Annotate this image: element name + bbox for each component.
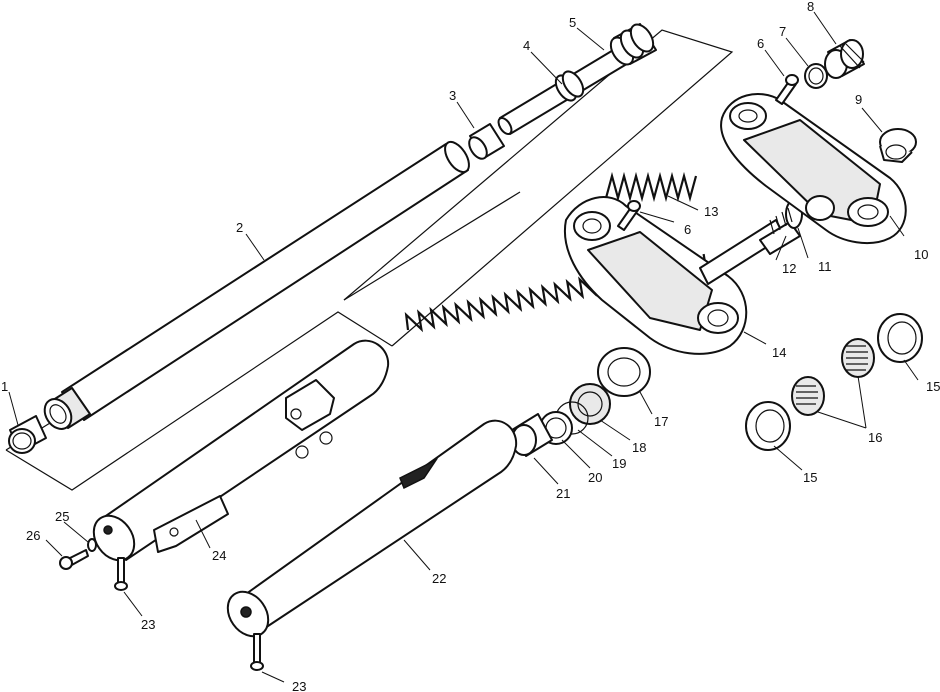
part-9-stem-nut	[879, 128, 917, 163]
leader-lines	[8, 11, 919, 683]
callout-2: 2	[236, 220, 243, 235]
callout-22: 22	[432, 571, 446, 586]
part-10-upper-triple-clamp	[720, 93, 907, 245]
callout-11: 11	[818, 259, 832, 274]
callout-20: 20	[588, 470, 602, 485]
part-16-bearing-left	[791, 376, 825, 416]
part-17-dust-seal	[597, 347, 651, 397]
part-6-screw-lower	[617, 200, 641, 231]
part-1-sleeve	[8, 415, 47, 454]
part-11-12-stem-threads	[769, 207, 793, 235]
part-26-bolt	[59, 549, 89, 570]
callout-6-upper: 6	[757, 36, 764, 51]
part-23-bolt-upper	[114, 557, 128, 591]
callout-8: 8	[807, 0, 814, 14]
part-22-slider-tube	[226, 419, 518, 638]
part-6-screw-upper	[775, 74, 799, 105]
callout-9: 9	[855, 92, 862, 107]
part-5-damper-rod	[497, 23, 657, 136]
callout-13: 13	[704, 204, 718, 219]
part-2-fork-tube	[43, 140, 470, 430]
callout-16: 16	[868, 430, 882, 445]
part-24-lower-leg	[92, 339, 390, 562]
part-14-lower-triple-clamp	[563, 196, 748, 355]
callout-6-lower: 6	[684, 222, 691, 237]
part-21-bushing	[511, 413, 553, 457]
callout-25: 25	[55, 509, 69, 524]
callout-26: 26	[26, 528, 40, 543]
callout-19: 19	[612, 456, 626, 471]
callout-5: 5	[569, 15, 576, 30]
callout-18: 18	[632, 440, 646, 455]
callout-4: 4	[523, 38, 530, 53]
callout-23-lower: 23	[292, 679, 306, 692]
callout-1: 1	[1, 379, 8, 394]
callout-12: 12	[782, 261, 796, 276]
part-18-oil-seal	[569, 383, 611, 425]
callout-15-left: 15	[803, 470, 817, 485]
part-13-spring	[604, 171, 698, 203]
part-25-washer	[87, 538, 97, 552]
callout-3: 3	[449, 88, 456, 103]
callout-21: 21	[556, 486, 570, 501]
callout-14: 14	[772, 345, 786, 360]
callout-17: 17	[654, 414, 668, 429]
part-7-o-ring	[804, 63, 828, 89]
part-3-bushing	[468, 123, 505, 160]
callout-24: 24	[212, 548, 226, 563]
part-15-bearing-race-left	[745, 401, 791, 451]
callout-23-upper: 23	[141, 617, 155, 632]
part-23-bolt-lower	[250, 633, 264, 671]
part-8-cap	[824, 39, 865, 79]
callout-15-right: 15	[926, 379, 940, 394]
part-15-bearing-race-right	[877, 313, 923, 363]
callout-7: 7	[779, 24, 786, 39]
callout-10: 10	[914, 247, 928, 262]
part-16-bearing-right	[841, 338, 875, 378]
